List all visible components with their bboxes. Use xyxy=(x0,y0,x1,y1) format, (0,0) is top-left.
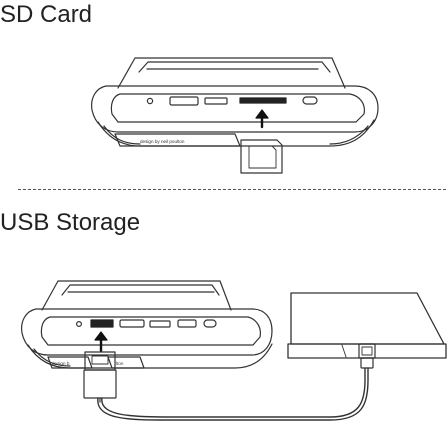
device-bumper xyxy=(91,85,379,133)
sd-card-slot xyxy=(239,97,287,104)
sd-card-title: SD Card xyxy=(0,1,93,28)
usb-insert-arrow-icon xyxy=(94,331,108,353)
usb-device: design b lton xyxy=(21,280,369,421)
device-top-lid xyxy=(41,280,232,311)
sd-device: design by neil poulton xyxy=(91,57,379,174)
usb-plug-icon xyxy=(83,351,117,403)
section-divider xyxy=(18,189,446,190)
sd-insert-arrow-icon xyxy=(255,109,269,129)
sd-card-icon xyxy=(240,139,283,174)
usb-cable xyxy=(97,367,369,421)
usb-credit-right: lton xyxy=(116,361,124,366)
usb-port xyxy=(90,319,114,328)
device-top-lid xyxy=(117,57,346,89)
usb-credit-left: design b xyxy=(52,361,70,366)
device-bumper xyxy=(21,308,273,356)
usb-storage-title: USB Storage xyxy=(0,209,141,236)
external-drive-icon xyxy=(287,292,447,369)
sd-credit-text: design by neil poulton xyxy=(140,139,185,144)
